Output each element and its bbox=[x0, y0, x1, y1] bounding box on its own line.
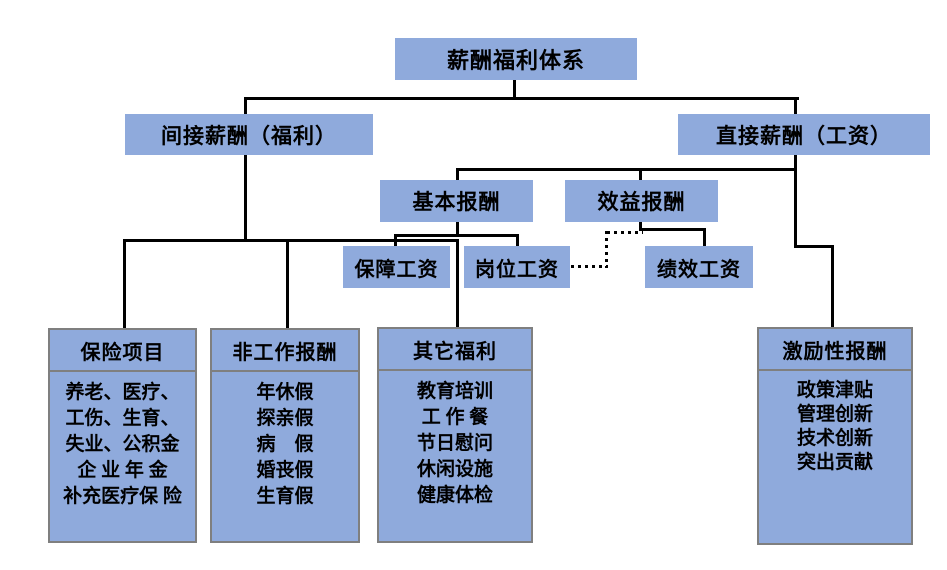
node-performance-wage-label: 绩效工资 bbox=[657, 258, 741, 281]
connector-dotted-vertical bbox=[605, 231, 608, 268]
connector-basicpay-horizontal bbox=[394, 234, 519, 237]
node-direct-pay: 直接薪酬（工资） bbox=[678, 114, 930, 155]
connector-direct-drop bbox=[794, 97, 797, 114]
node-guarantee-wage: 保障工资 bbox=[343, 246, 450, 288]
list-item: 病 假 bbox=[256, 434, 314, 455]
box-non-work-pay: 非工作报酬 年休假 探亲假 病 假 婚丧假 生育假 bbox=[210, 328, 360, 543]
list-item: 生育假 bbox=[256, 486, 314, 507]
box-incentive-pay-body: 政策津贴 管理创新 技术创新 突出贡献 bbox=[759, 371, 911, 475]
node-benefit-pay-label: 效益报酬 bbox=[597, 190, 686, 214]
list-item: 补充医疗保 险 bbox=[63, 486, 182, 507]
list-item: 健康体检 bbox=[416, 485, 493, 506]
node-direct-pay-label: 直接薪酬（工资） bbox=[716, 123, 892, 148]
list-item: 技术创新 bbox=[796, 428, 873, 449]
connector-basicpay-drop bbox=[456, 168, 459, 180]
connector-guarantee-drop bbox=[394, 234, 397, 246]
connector-benefits-horizontal bbox=[123, 239, 459, 242]
list-item: 年休假 bbox=[256, 382, 314, 403]
list-item: 节日慰问 bbox=[416, 433, 493, 454]
connector-incentive-drop bbox=[831, 245, 834, 327]
list-item: 休闲设施 bbox=[416, 459, 493, 480]
connector-benefitpay-horizontal bbox=[639, 228, 706, 231]
list-item: 失业、公积金 bbox=[65, 434, 180, 455]
node-post-wage-label: 岗位工资 bbox=[475, 258, 559, 281]
connector-level1-horizontal bbox=[244, 97, 799, 100]
box-other-welfare-body: 教育培训 工 作 餐 节日慰问 休闲设施 健康体检 bbox=[379, 371, 531, 509]
node-benefit-pay: 效益报酬 bbox=[565, 180, 718, 222]
list-item: 政策津贴 bbox=[796, 380, 873, 401]
node-root-label: 薪酬福利体系 bbox=[446, 48, 585, 73]
box-incentive-pay-header: 激励性报酬 bbox=[759, 329, 911, 371]
node-basic-pay: 基本报酬 bbox=[380, 180, 533, 222]
box-other-welfare: 其它福利 教育培训 工 作 餐 节日慰问 休闲设施 健康体检 bbox=[377, 327, 533, 543]
box-insurance: 保险项目 养老、医疗、 工伤、生育、 失业、公积金 企 业 年 金 补充医疗保 … bbox=[48, 328, 197, 543]
connector-dotted-bottom bbox=[571, 265, 608, 268]
node-indirect-pay: 间接薪酬（福利） bbox=[125, 114, 373, 155]
connector-benefitpay-stem bbox=[639, 222, 642, 231]
node-basic-pay-label: 基本报酬 bbox=[412, 190, 501, 214]
connector-performance-drop bbox=[703, 228, 706, 246]
box-insurance-header: 保险项目 bbox=[50, 330, 195, 372]
list-item: 养老、医疗、 bbox=[65, 382, 180, 403]
node-indirect-pay-label: 间接薪酬（福利） bbox=[161, 123, 337, 148]
connector-incentive-jog bbox=[794, 245, 834, 248]
list-item: 企 业 年 金 bbox=[77, 460, 168, 481]
node-performance-wage: 绩效工资 bbox=[645, 246, 753, 288]
connector-indirect-drop bbox=[244, 97, 247, 114]
connector-basicpay-stem bbox=[456, 222, 459, 237]
connector-otherwelfare-drop bbox=[456, 239, 459, 327]
node-root: 薪酬福利体系 bbox=[395, 38, 637, 80]
connector-wages-horizontal bbox=[456, 168, 797, 171]
list-item: 工 作 餐 bbox=[421, 407, 489, 428]
box-other-welfare-header: 其它福利 bbox=[379, 329, 531, 371]
node-post-wage: 岗位工资 bbox=[464, 246, 570, 288]
connector-postwage-drop bbox=[516, 234, 519, 246]
box-non-work-pay-body: 年休假 探亲假 病 假 婚丧假 生育假 bbox=[212, 372, 358, 510]
connector-benefitpay-drop bbox=[639, 168, 642, 180]
list-item: 婚丧假 bbox=[256, 460, 314, 481]
list-item: 管理创新 bbox=[796, 404, 873, 425]
box-non-work-pay-header: 非工作报酬 bbox=[212, 330, 358, 372]
connector-dotted-top bbox=[607, 231, 643, 234]
connector-root-stem bbox=[513, 80, 516, 100]
connector-incentive-stem bbox=[794, 168, 797, 248]
box-insurance-body: 养老、医疗、 工伤、生育、 失业、公积金 企 业 年 金 补充医疗保 险 bbox=[50, 372, 195, 510]
connector-nonwork-drop bbox=[286, 239, 289, 328]
box-incentive-pay: 激励性报酬 政策津贴 管理创新 技术创新 突出贡献 bbox=[757, 327, 913, 545]
node-guarantee-wage-label: 保障工资 bbox=[354, 258, 439, 281]
list-item: 工伤、生育、 bbox=[65, 408, 180, 429]
list-item: 突出贡献 bbox=[796, 452, 873, 473]
connector-direct-stem bbox=[794, 155, 797, 171]
list-item: 教育培训 bbox=[416, 381, 493, 402]
connector-indirect-stem bbox=[244, 155, 247, 242]
list-item: 探亲假 bbox=[256, 408, 314, 429]
connector-insurance-drop bbox=[123, 239, 126, 328]
